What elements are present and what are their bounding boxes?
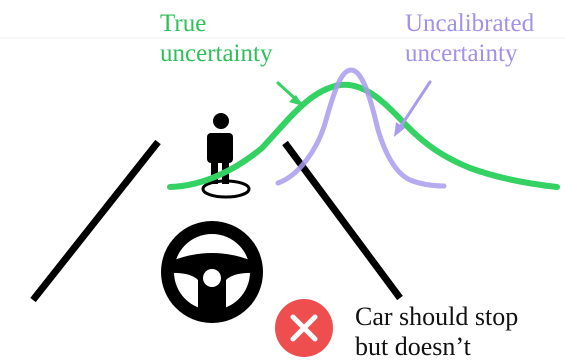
true-uncertainty-label: True uncertainty [160, 9, 272, 69]
true-uncertainty-arrow [276, 81, 303, 106]
road-left-edge [30, 139, 161, 303]
uncalibrated-uncertainty-arrow [394, 80, 432, 137]
warning-message-line1: Car should stop [355, 302, 519, 331]
warning-message-line2: but doesn’t [355, 332, 471, 360]
true-uncertainty-label-line1: True [160, 10, 207, 37]
uncalibrated-uncertainty-label-line2: uncertainty [405, 40, 518, 67]
uncalibrated-uncertainty-label-line1: Uncalibrated [405, 10, 535, 37]
steering-wheel-icon [161, 221, 263, 323]
warning-message: Car should stop but doesn’t [355, 302, 518, 360]
uncalibrated-uncertainty-curve [275, 67, 447, 189]
pedestrian-icon [201, 113, 251, 199]
uncalibrated-uncertainty-label: Uncalibrated uncertainty [405, 9, 534, 69]
x-circle-icon [275, 299, 333, 357]
true-uncertainty-label-line2: uncertainty [160, 40, 273, 67]
road-right-edge [282, 140, 403, 301]
